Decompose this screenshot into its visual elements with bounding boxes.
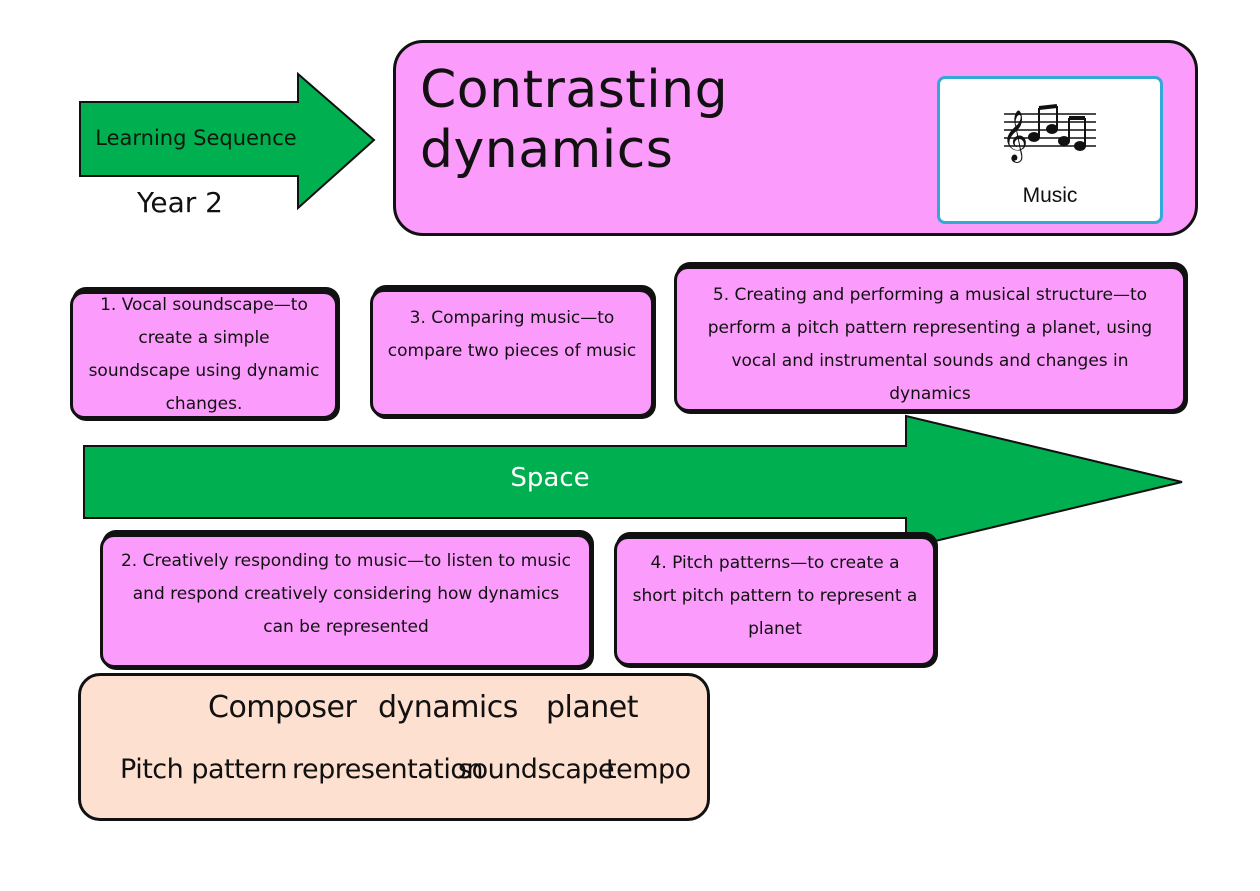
space-arrow: [83, 414, 1183, 550]
step-5-card: 5. Creating and performing a musical str…: [674, 266, 1186, 412]
vocab-word-pitch-pattern: Pitch pattern: [120, 754, 288, 785]
step-3-card: 3. Comparing music—to compare two pieces…: [370, 289, 654, 417]
vocab-word-soundscape: soundscape: [458, 754, 615, 785]
step-5-text: 5. Creating and performing a musical str…: [707, 285, 1153, 404]
svg-text:𝄞: 𝄞: [1002, 110, 1028, 163]
music-notes-icon: 𝄞: [1002, 104, 1096, 163]
step-2-text: 2. Creatively responding to music—to lis…: [120, 551, 571, 637]
page-title: Contrasting dynamics: [420, 60, 729, 180]
step-2-card: 2. Creatively responding to music—to lis…: [100, 534, 592, 668]
vocab-word-tempo: tempo: [606, 754, 691, 785]
year-label: Year 2: [137, 186, 223, 219]
step-4-card: 4. Pitch patterns—to create a short pitc…: [614, 536, 936, 666]
step-1-card: 1. Vocal soundscape—to create a simple s…: [70, 291, 338, 419]
subject-label: Music: [1022, 184, 1078, 207]
subject-card: [937, 76, 1163, 224]
learning-sequence-arrow: [79, 71, 376, 211]
vocabulary-box: [78, 673, 710, 821]
step-3-text: 3. Comparing music—to compare two pieces…: [387, 308, 637, 361]
vocab-word-representation: representation: [292, 754, 484, 785]
step-1-text: 1. Vocal soundscape—to create a simple s…: [88, 295, 320, 414]
step-4-text: 4. Pitch patterns—to create a short pitc…: [632, 553, 918, 639]
vocab-word-composer: Composer: [208, 690, 357, 725]
learning-sequence-label: Learning Sequence: [95, 126, 297, 150]
theme-label: Space: [510, 463, 590, 493]
vocab-word-dynamics: dynamics: [378, 690, 518, 725]
vocab-word-planet: planet: [546, 690, 639, 725]
